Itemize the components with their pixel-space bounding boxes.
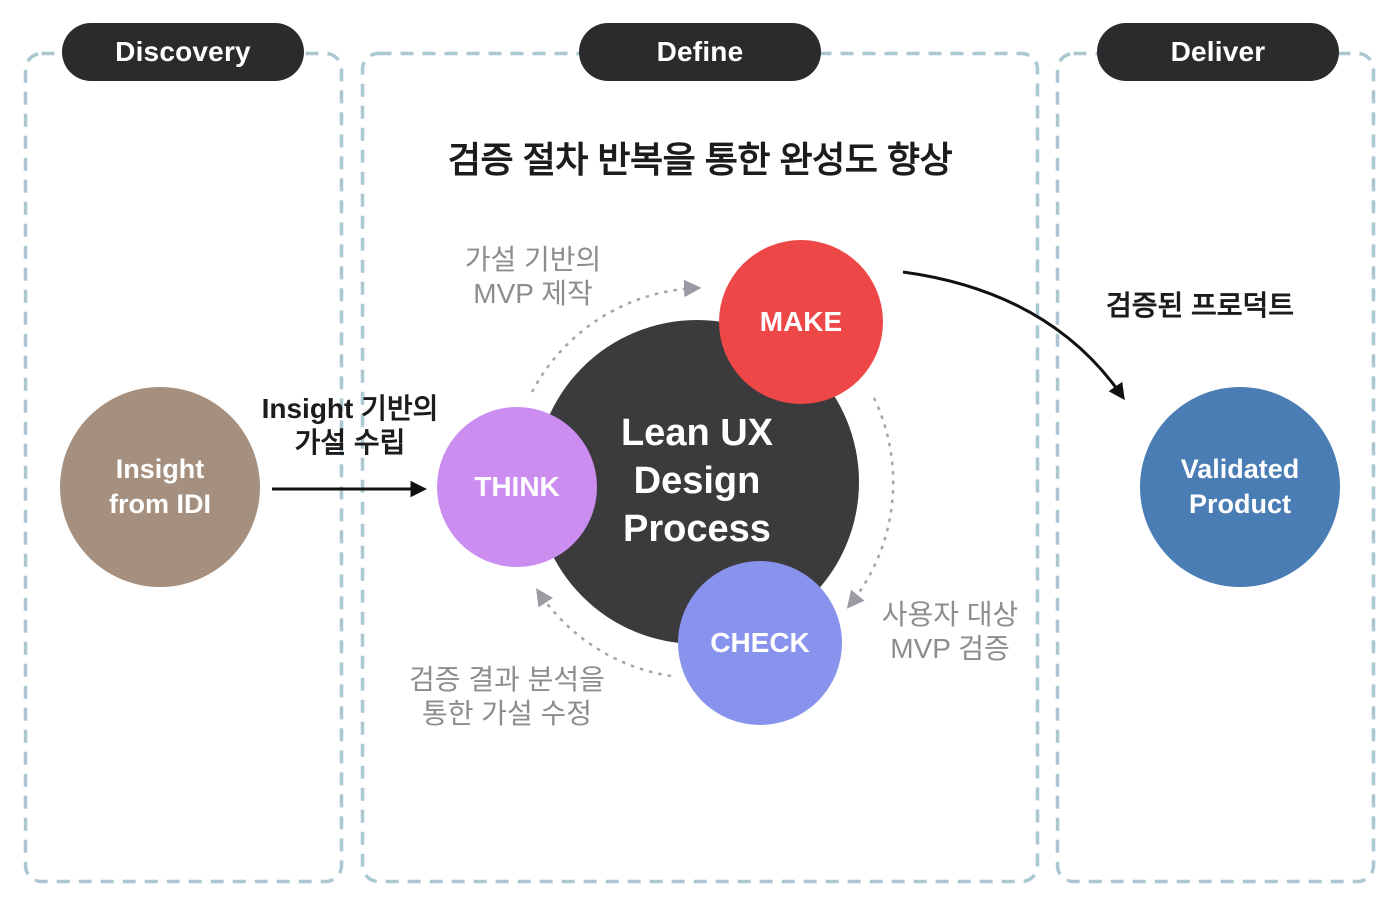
annotation-make-to-check: 사용자 대상 MVP 검증 — [881, 599, 1019, 665]
phase-pill-define: Define — [579, 23, 821, 81]
phase-pill-deliver: Deliver — [1097, 23, 1339, 81]
annotation-validated-product: 검증된 프로덕트 — [1105, 290, 1295, 321]
validated-product-circle: Validated Product — [1140, 387, 1340, 587]
annotation-check-to-think: 검증 결과 분석을 통한 가설 수정 — [409, 664, 605, 730]
annotation-think-to-make: 가설 기반의 MVP 제작 — [464, 244, 602, 310]
define-panel-border — [360, 51, 1040, 884]
think-step-circle: THINK — [437, 407, 597, 567]
make-to-validated-arrow-icon — [902, 270, 1125, 401]
make-step-circle: MAKE — [719, 240, 883, 404]
check-step-circle: CHECK — [678, 561, 842, 725]
cycle-arc-make-to-check-icon — [846, 397, 895, 609]
phase-pill-discovery: Discovery — [62, 23, 304, 81]
cycle-arc-check-to-think-icon — [536, 588, 672, 678]
annotation-insight-to-think: Insight 기반의 가설 수립 — [261, 393, 439, 459]
define-section-title: 검증 절차 반복을 통한 완성도 향상 — [447, 139, 953, 180]
insight-from-idi-circle: Insight from IDI — [60, 387, 260, 587]
